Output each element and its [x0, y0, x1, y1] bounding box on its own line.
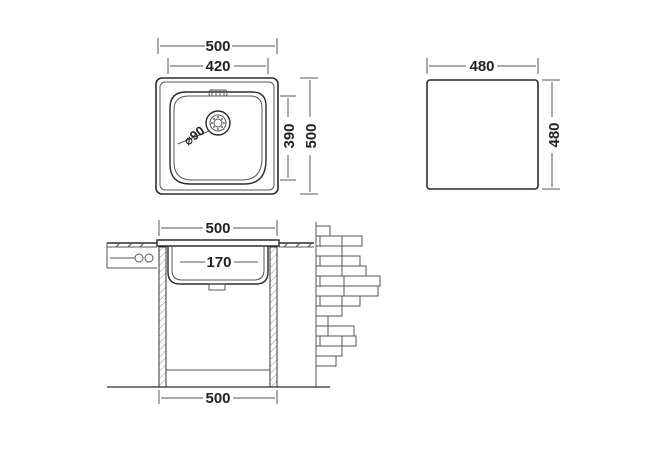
- dim-side-top-width-label: 500: [205, 220, 230, 237]
- dim-bowl-depth-label: 390: [281, 123, 298, 148]
- dim-cutout-height-label: 480: [546, 122, 563, 147]
- drain-outlet: [208, 283, 226, 291]
- drain-icon: [205, 110, 231, 136]
- dim-outer-depth-label: 500: [303, 123, 320, 148]
- cutout-view: 480 480: [426, 58, 563, 190]
- sink-bowl-inner: [173, 95, 263, 181]
- dim-bowl-depth: 390: [280, 95, 298, 181]
- cutout-outline: [426, 79, 539, 190]
- edge-profile-circle-1: [134, 253, 144, 263]
- dim-bowl-width-label: 420: [205, 58, 230, 75]
- dim-cutout-width: 480: [426, 58, 539, 75]
- drain-leader-line: [177, 130, 210, 145]
- dim-bowl-height-label: 170: [206, 254, 231, 271]
- edge-profile-circle-2: [144, 253, 154, 263]
- sink-profile: [156, 239, 280, 291]
- countertop-right: [279, 242, 314, 248]
- dim-outer-width: 500: [157, 38, 278, 55]
- brick-wall: [315, 222, 381, 387]
- dim-cabinet-width: 500: [158, 390, 278, 407]
- side-view: 500: [106, 220, 381, 407]
- countertop-left: [106, 242, 157, 269]
- cabinet-wall-right: [269, 246, 278, 388]
- dim-outer-width-label: 500: [205, 38, 230, 55]
- dim-cutout-width-label: 480: [469, 58, 494, 75]
- dim-bowl-width: 420: [167, 58, 269, 75]
- sink-outer-rim: [155, 77, 279, 195]
- sink-rim-inner: [159, 81, 275, 191]
- dim-cutout-height: 480: [542, 79, 563, 190]
- drain-diameter-label: ⌀90: [181, 123, 208, 149]
- dim-cabinet-width-label: 500: [205, 390, 230, 407]
- overflow-icon: [208, 89, 228, 97]
- top-view: 500 420: [155, 38, 320, 195]
- cabinet-wall-left: [158, 246, 167, 388]
- sink-bowl: [169, 91, 267, 185]
- dim-side-top-width: 500: [158, 220, 278, 237]
- dim-outer-depth: 500: [300, 77, 320, 195]
- dim-bowl-height: 170: [180, 254, 258, 271]
